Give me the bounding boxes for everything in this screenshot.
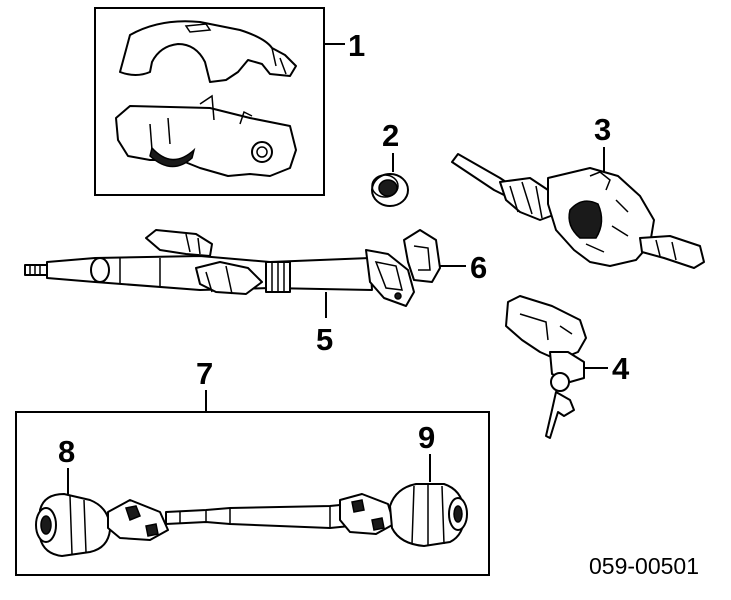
intermediate-shaft <box>165 503 351 529</box>
column-cover-group: 1 <box>94 7 365 196</box>
callout-7: 7 <box>196 356 213 391</box>
callout-2: 2 <box>382 118 399 153</box>
intermediate-shaft-box <box>15 411 490 576</box>
collar-ring-group: 2 <box>371 118 409 207</box>
callout-4: 4 <box>612 351 630 386</box>
wiper-stalk <box>639 235 705 269</box>
column-cover-box <box>94 7 325 196</box>
shaft-spline-end <box>24 264 48 276</box>
callout-8: 8 <box>58 434 75 469</box>
callout-5: 5 <box>316 322 333 357</box>
steering-column-group: 5 <box>24 229 415 357</box>
combination-switch-group: 3 <box>451 112 705 269</box>
intermediate-shaft-group: 7 8 9 <box>15 356 490 576</box>
lower-column-cover <box>115 105 297 177</box>
mounting-plate <box>365 249 415 307</box>
ignition-key <box>545 391 575 439</box>
upper-bracket <box>145 229 213 257</box>
retaining-clip <box>403 229 441 283</box>
ignition-lock-group: 4 <box>505 295 630 439</box>
callout-6: 6 <box>470 250 487 285</box>
clip-group: 6 <box>403 229 487 285</box>
upper-column-cover <box>119 20 297 83</box>
callout-9: 9 <box>418 420 435 455</box>
callout-1: 1 <box>348 28 365 63</box>
reference-code: 059-00501 <box>589 553 699 579</box>
callout-3: 3 <box>594 112 611 147</box>
